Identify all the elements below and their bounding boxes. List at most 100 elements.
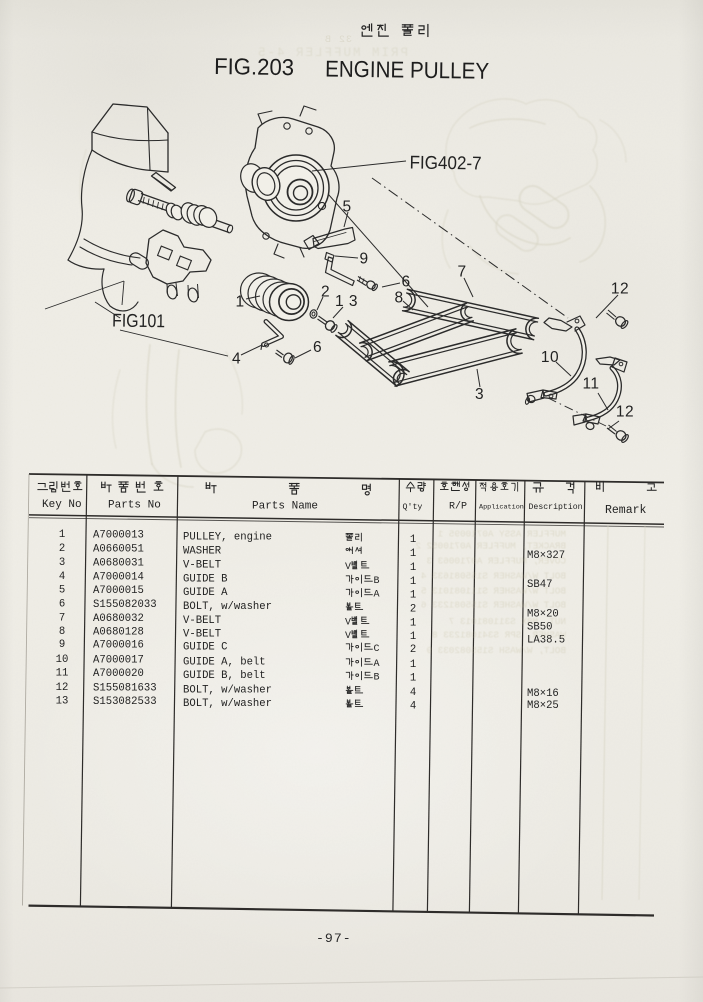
- svg-text:R/P: R/P: [449, 501, 467, 513]
- svg-text:PULLEY, engine: PULLEY, engine: [183, 531, 272, 543]
- svg-text:6: 6: [313, 339, 322, 356]
- svg-text:8: 8: [394, 289, 403, 306]
- svg-text:Application: Application: [479, 504, 524, 512]
- svg-text:12: 12: [56, 682, 69, 694]
- svg-text:1: 1: [410, 631, 416, 643]
- svg-text:BRACKET, MUFFLER A0710052 2: BRACKET, MUFFLER A0710052 2: [415, 540, 566, 551]
- svg-text:A0680032: A0680032: [93, 613, 144, 625]
- svg-text:2: 2: [59, 543, 65, 555]
- svg-text:Remark: Remark: [605, 504, 647, 517]
- svg-text:1: 1: [410, 659, 416, 671]
- svg-text:A7000016: A7000016: [93, 640, 144, 652]
- svg-text:S153082533: S153082533: [93, 696, 157, 708]
- svg-text:A7000015: A7000015: [93, 585, 144, 597]
- svg-text:PRIM MUFFLER 4-5: PRIM MUFFLER 4-5: [256, 46, 408, 60]
- svg-text:10: 10: [541, 349, 559, 366]
- svg-text:B: B: [374, 673, 380, 684]
- svg-text:12: 12: [616, 403, 634, 420]
- svg-text:V-BELT: V-BELT: [183, 559, 221, 571]
- svg-text:12: 12: [611, 280, 629, 297]
- svg-text:1: 1: [59, 529, 65, 541]
- svg-text:V-BELT: V-BELT: [183, 628, 221, 640]
- svg-text:7: 7: [59, 612, 65, 624]
- svg-text:11: 11: [56, 667, 69, 679]
- svg-text:5: 5: [342, 198, 351, 215]
- svg-text:Parts Name: Parts Name: [252, 501, 318, 513]
- svg-text:MUFFLER ASSY A0710095 1: MUFFLER ASSY A0710095 1: [437, 528, 566, 539]
- svg-text:9: 9: [59, 639, 65, 651]
- svg-text:BOLT, w/washer: BOLT, w/washer: [183, 698, 272, 710]
- svg-text:SB50: SB50: [527, 621, 552, 633]
- svg-text:FIG101: FIG101: [112, 310, 165, 332]
- svg-text:WASHER. SPR S341081233 8: WASHER. SPR S341081233 8: [432, 629, 566, 640]
- svg-text:4: 4: [410, 701, 416, 713]
- svg-text:V-BELT: V-BELT: [183, 615, 221, 627]
- svg-text:2: 2: [321, 283, 330, 300]
- svg-text:GUIDE B, belt: GUIDE B, belt: [183, 670, 266, 682]
- svg-text:A7000020: A7000020: [93, 668, 144, 680]
- svg-text:A0680031: A0680031: [93, 558, 144, 570]
- svg-text:V: V: [345, 562, 351, 573]
- svg-text:4: 4: [59, 571, 65, 583]
- svg-text:M8×20: M8×20: [527, 608, 559, 620]
- svg-text:1: 1: [410, 590, 416, 602]
- svg-text:FIG.203: FIG.203: [214, 53, 294, 80]
- svg-text:13: 13: [56, 695, 69, 707]
- svg-text:NUT. M8X S311081013 7: NUT. M8X S311081013 7: [449, 616, 566, 627]
- svg-text:A7000013: A7000013: [93, 530, 144, 542]
- svg-text:FIG402-7: FIG402-7: [409, 152, 481, 174]
- svg-text:Key No: Key No: [42, 499, 82, 511]
- svg-text:A0680128: A0680128: [93, 627, 144, 639]
- svg-text:COVER, MUFFLER A0710063 3: COVER, MUFFLER A0710063 3: [427, 555, 566, 566]
- svg-text:GUIDE A: GUIDE A: [183, 587, 228, 599]
- svg-text:BOLT, w/washer: BOLT, w/washer: [183, 601, 272, 613]
- svg-text:V: V: [345, 618, 351, 629]
- svg-text:LA38.5: LA38.5: [527, 634, 565, 646]
- svg-text:WASHER: WASHER: [183, 545, 222, 557]
- svg-text:A: A: [374, 590, 380, 601]
- svg-text:10: 10: [56, 654, 69, 666]
- svg-text:9: 9: [359, 250, 368, 267]
- svg-text:S155081633: S155081633: [93, 683, 157, 695]
- svg-text:1 3: 1 3: [335, 293, 358, 310]
- svg-text:ENGINE PULLEY: ENGINE PULLEY: [325, 56, 489, 84]
- svg-text:4: 4: [410, 687, 416, 699]
- svg-text:M8×25: M8×25: [527, 700, 559, 712]
- svg-text:6: 6: [59, 598, 65, 610]
- svg-text:A: A: [374, 659, 380, 670]
- svg-text:1: 1: [410, 618, 416, 630]
- svg-text:7: 7: [457, 263, 466, 280]
- svg-text:BOLT W/WASHER S111081013 5: BOLT W/WASHER S111081013 5: [421, 585, 566, 596]
- svg-text:8: 8: [59, 626, 65, 638]
- svg-text:Description: Description: [529, 502, 583, 512]
- svg-text:3: 3: [475, 386, 484, 403]
- svg-text:2: 2: [410, 604, 416, 616]
- svg-text:1: 1: [235, 293, 244, 310]
- svg-text:Parts No: Parts No: [108, 500, 161, 512]
- svg-text:BOLT, W/WASH S155082033 9: BOLT, W/WASH S155082033 9: [427, 645, 566, 656]
- svg-text:BOLT W/WASHER S155081633 4: BOLT W/WASHER S155081633 4: [421, 570, 566, 581]
- svg-text:-97-: -97-: [316, 931, 352, 946]
- svg-text:1: 1: [410, 576, 416, 588]
- svg-text:1: 1: [410, 562, 416, 574]
- svg-text:A7000014: A7000014: [93, 572, 144, 584]
- svg-text:A7000017: A7000017: [93, 655, 144, 667]
- svg-text:BOLT W/WASHER S155081233 6: BOLT W/WASHER S155081233 6: [421, 599, 566, 610]
- svg-text:3: 3: [59, 557, 65, 569]
- svg-text:GUIDE C: GUIDE C: [183, 641, 228, 653]
- svg-text:Q'ty: Q'ty: [403, 502, 423, 512]
- svg-text:32 B: 32 B: [324, 35, 352, 46]
- svg-text:2: 2: [410, 644, 416, 656]
- svg-text:C: C: [374, 644, 380, 655]
- svg-text:B: B: [374, 576, 380, 587]
- svg-text:1: 1: [410, 673, 416, 685]
- svg-text:5: 5: [59, 584, 65, 596]
- svg-text:S155082033: S155082033: [93, 599, 157, 611]
- svg-text:A0660051: A0660051: [93, 544, 144, 556]
- svg-text:1: 1: [410, 548, 416, 560]
- svg-text:GUIDE A, belt: GUIDE A, belt: [183, 656, 266, 668]
- svg-text:M8×16: M8×16: [527, 688, 559, 700]
- svg-text:M8×327: M8×327: [527, 550, 565, 562]
- svg-text:V: V: [345, 631, 351, 642]
- svg-text:GUIDE B: GUIDE B: [183, 573, 228, 585]
